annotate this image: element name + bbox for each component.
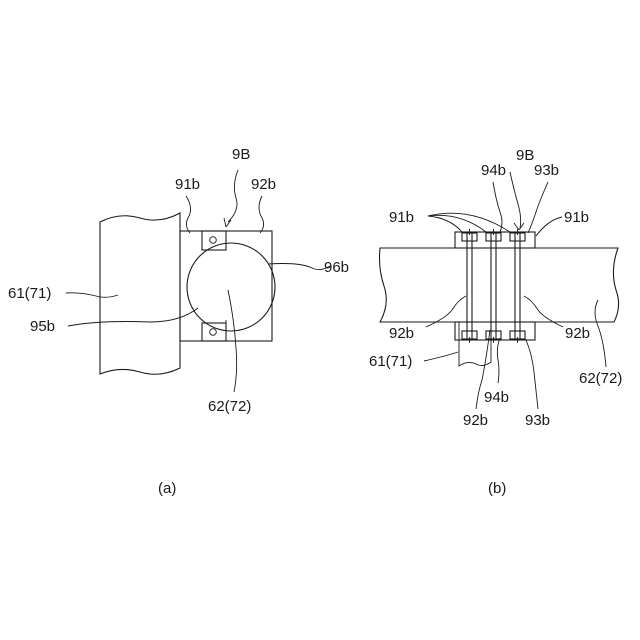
bolt-rod-3	[510, 229, 525, 343]
label-92b-bottom: 92b	[463, 412, 488, 429]
label-6272-a: 62(72)	[208, 398, 251, 415]
leader-91b-a	[186, 196, 191, 233]
branch-body-b	[380, 248, 619, 322]
branch-circle-a	[187, 243, 275, 331]
label-9b-b: 9B	[516, 147, 534, 164]
label-6171-a: 61(71)	[8, 285, 51, 302]
main-body-a	[100, 213, 180, 374]
label-94b-top: 94b	[481, 162, 506, 179]
top-lug-hole	[210, 237, 217, 244]
main-body-stub-b	[459, 322, 491, 366]
leader-95b-a	[68, 308, 198, 326]
figure-a: 9B 91b 92b 96b 61(71) 95b 62(72) (a)	[8, 146, 349, 497]
bottom-lug-hole	[210, 329, 217, 336]
bolt-rod-2	[486, 229, 501, 343]
arrow-9b-b	[514, 223, 524, 230]
label-93b-top: 93b	[534, 162, 559, 179]
bolt-rod-1	[462, 229, 477, 343]
figure-b: 9B 94b 93b 91b 91b 92b 92b 61(71) 62(72)…	[369, 147, 622, 497]
leader-96b-a	[268, 264, 330, 270]
leader-91b-left-3	[428, 213, 510, 232]
label-9b-a: 9B	[232, 146, 250, 163]
bottom-lug	[202, 323, 226, 341]
top-lug	[202, 231, 226, 250]
leader-6171-b	[424, 352, 458, 361]
leader-9b-a	[228, 170, 238, 222]
leader-91b-right	[536, 217, 562, 236]
caption-a: (a)	[158, 480, 176, 497]
label-95b-a: 95b	[30, 318, 55, 335]
leader-91b-left-2	[428, 215, 486, 232]
label-93b-bottom: 93b	[525, 412, 550, 429]
label-91b-left: 91b	[389, 209, 414, 226]
label-92b-left: 92b	[389, 325, 414, 342]
leader-91b-left-1	[428, 216, 462, 232]
leader-93b-top	[528, 182, 548, 233]
label-94b-bottom: 94b	[484, 389, 509, 406]
label-92b-a: 92b	[251, 176, 276, 193]
label-91b-a: 91b	[175, 176, 200, 193]
leader-6272-b	[595, 300, 606, 367]
label-92b-right: 92b	[565, 325, 590, 342]
leader-92b-a	[259, 196, 264, 233]
label-96b-a: 96b	[324, 259, 349, 276]
label-6171-b: 61(71)	[369, 353, 412, 370]
leader-6171-a	[66, 293, 118, 297]
leader-93b-bottom	[526, 340, 538, 409]
label-6272-b: 62(72)	[579, 370, 622, 387]
leader-9b-b	[510, 172, 521, 228]
label-91b-right: 91b	[564, 209, 589, 226]
leader-94b-bottom	[497, 338, 500, 383]
caption-b: (b)	[488, 480, 506, 497]
